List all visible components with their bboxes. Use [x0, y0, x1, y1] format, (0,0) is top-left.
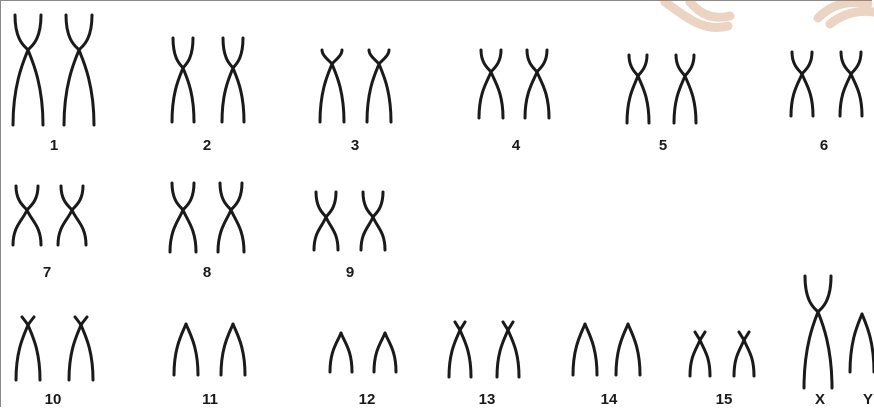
- chromosome-5a: [627, 55, 649, 123]
- label-chr-5: 5: [659, 137, 667, 155]
- label-chr-7: 7: [43, 264, 51, 282]
- chromosome-4b: [525, 50, 549, 118]
- chromosome-12b: [374, 333, 396, 372]
- chromosome-7a: [13, 186, 41, 245]
- chromosome-xa: [804, 276, 832, 388]
- chromosome-11a: [174, 324, 198, 375]
- label-chr-13: 13: [479, 391, 496, 409]
- chromosome-10b: [69, 317, 93, 380]
- label-chr-1: 1: [50, 137, 58, 155]
- chromosome-2b: [222, 38, 244, 122]
- chromosome-9b: [361, 192, 385, 250]
- chromosome-14a: [573, 324, 597, 375]
- chromosome-13b: [497, 322, 519, 377]
- chromosome-3a: [320, 50, 344, 122]
- chromosome-9a: [314, 192, 338, 250]
- label-chr-12: 12: [359, 391, 376, 409]
- chromosome-8a: [170, 183, 196, 252]
- label-chr-2: 2: [203, 137, 211, 155]
- chromosome-1a: [13, 15, 43, 125]
- chromosome-15b: [734, 332, 754, 376]
- chromosome-14b: [616, 324, 640, 375]
- label-chr-x: X: [815, 391, 825, 409]
- chromosome-7b: [58, 186, 86, 245]
- chromosome-15a: [690, 332, 710, 376]
- chromosome-11b: [221, 324, 245, 375]
- label-chr-8: 8: [203, 264, 211, 282]
- label-chr-10: 10: [45, 391, 62, 409]
- label-chr-14: 14: [601, 391, 618, 409]
- chromosome-4a: [479, 50, 503, 118]
- chromosome-ya: [850, 314, 874, 372]
- chromosome-3b: [367, 50, 391, 122]
- chromosome-2a: [172, 38, 194, 122]
- chromosome-5b: [674, 55, 696, 123]
- label-chr-11: 11: [202, 391, 218, 409]
- chromosome-1b: [64, 15, 94, 125]
- chromosome-6a: [791, 52, 813, 116]
- chromosome-8b: [218, 183, 244, 252]
- label-chr-y: Y: [863, 391, 873, 409]
- label-chr-6: 6: [820, 137, 828, 155]
- label-chr-9: 9: [346, 264, 354, 282]
- chromosome-10a: [16, 317, 40, 380]
- label-chr-15: 15: [716, 391, 733, 409]
- label-chr-3: 3: [351, 137, 359, 155]
- chromosome-12a: [330, 333, 352, 372]
- label-chr-4: 4: [512, 137, 520, 155]
- chromosome-6b: [840, 52, 862, 116]
- chromosome-13a: [449, 322, 471, 377]
